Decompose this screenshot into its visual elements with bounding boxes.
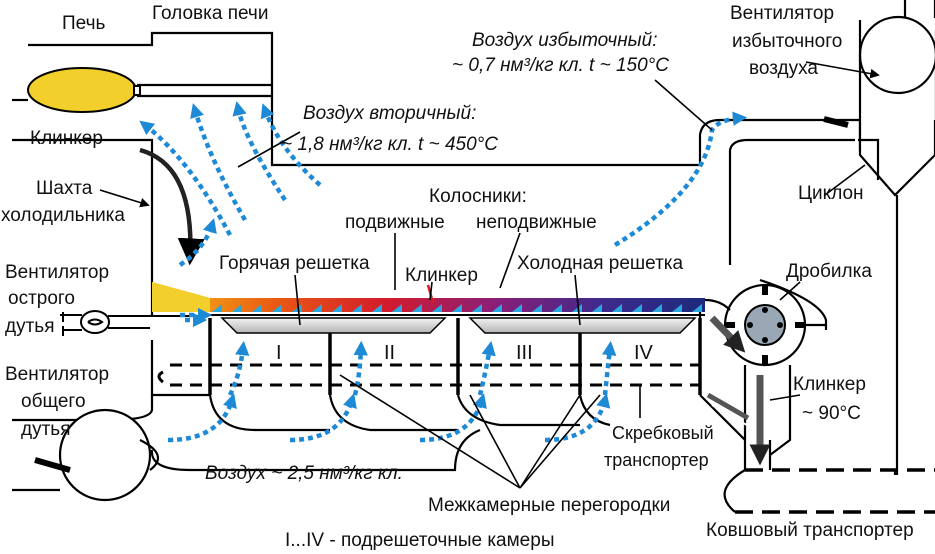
crusher: [723, 283, 826, 367]
air-main-duct: [60, 394, 611, 472]
sharp-fan-label-1: Вентилятор: [5, 262, 110, 283]
clinker-mid-label: Клинкер: [405, 265, 478, 286]
general-fan-label-2: общего: [21, 391, 86, 412]
scraper-label-1: Скребковый: [612, 423, 714, 443]
excess-fan-label-2: избыточного: [732, 31, 843, 52]
bucket-conveyor-end: [723, 469, 746, 513]
chambers-note: I...IV - подрешеточные камеры: [285, 530, 555, 551]
clinker-out-pointer: [769, 394, 801, 401]
cyclone-inner-duct: [858, 138, 880, 180]
cold-grate-label: Холодная решетка: [517, 253, 684, 274]
grates-moving-label: подвижные: [345, 212, 445, 233]
grate-teeth: [212, 304, 702, 312]
excess-air-title: Воздух избыточный:: [472, 30, 658, 51]
hot-grate-label: Горячая решетка: [219, 253, 370, 274]
chamber-label-4: IV: [634, 342, 653, 364]
clinker-out-label-1: Клинкер: [793, 374, 866, 395]
sharp-fan-label-3: дутья: [5, 316, 55, 337]
cyclone-pointer: [824, 164, 866, 196]
clinker-inlet: [152, 282, 210, 312]
chamber-label-2: II: [384, 342, 396, 364]
cyclone: [858, 120, 935, 475]
general-fan-label-3: дутья: [21, 419, 71, 440]
fixed-grate-pointer: [499, 232, 521, 289]
partitions-label: Межкамерные перегородки: [428, 495, 671, 516]
flame-icon: [27, 67, 137, 113]
hood-duct: [270, 118, 860, 330]
chamber-label-3: III: [516, 342, 533, 364]
scraper-out-arrow: [706, 392, 750, 421]
hot-grate-pointer: [294, 274, 301, 326]
clinker-in-label: Клинкер: [30, 128, 103, 149]
scraper-end: [157, 370, 164, 384]
hopper-cold: [468, 317, 697, 334]
general-blast-fan: [12, 408, 160, 502]
furnace-label: Печь: [62, 13, 106, 34]
secondary-air-title: Воздух вторичный:: [303, 103, 477, 124]
burner-nozzle: [133, 85, 141, 96]
excess-air-arrow-icon: [823, 116, 849, 128]
kiln-head-label: Головка печи: [152, 3, 269, 24]
chamber-label-1: I: [276, 342, 282, 364]
grates-title: Колосники:: [429, 186, 527, 207]
clinker-out-label-2: ~ 90°C: [802, 403, 861, 424]
crusher-label: Дробилка: [786, 261, 872, 282]
clinker-to-crusher-arrow: [709, 315, 746, 353]
sharp-fan-label-2: острого: [8, 288, 75, 309]
clinker-layer: [152, 282, 705, 312]
excess-air-pointer: [654, 79, 713, 131]
sharp-blast-fan: [60, 310, 205, 336]
kiln-furnace: [12, 31, 274, 270]
secondary-air-pointer: [237, 131, 301, 168]
cold-grate-pointer: [574, 274, 581, 326]
bucket-conveyor-label: Ковшовый транспортер: [706, 520, 914, 541]
cyclone-label: Циклон: [798, 183, 864, 204]
general-fan-label-1: Вентилятор: [5, 364, 110, 385]
excess-fan-pointer: [805, 61, 880, 79]
bucket-conveyor: [735, 468, 935, 514]
air-main-label: Воздух ~ 2,5 нм³/кг кл.: [205, 463, 403, 484]
secondary-air-value: ~ 1,8 нм³/кг кл. t ~ 450°C: [281, 134, 498, 155]
crusher-chute: [704, 298, 792, 456]
clinker-fall-arrow-icon: [139, 147, 205, 266]
partition-pointers: [339, 374, 601, 489]
scraper-conveyor: [170, 363, 700, 387]
hopper-hot: [220, 317, 447, 334]
crusher-pointer: [779, 281, 801, 301]
shaft-pointer: [99, 189, 150, 208]
air-flow-arrows: [139, 100, 748, 443]
shaft-label-2: холодильника: [1, 205, 125, 226]
shaft-label-1: Шахта: [36, 178, 93, 199]
scraper-out-arrow-2: [711, 404, 753, 429]
excess-fan-label-3: воздуха: [749, 58, 818, 79]
excess-air-value: ~ 0,7 нм³/кг кл. t ~ 150°C: [452, 55, 669, 76]
grates-fixed-label: неподвижные: [476, 212, 597, 233]
clinker-mid-pointer: [429, 281, 433, 301]
excess-fan-label-1: Вентилятор: [730, 3, 835, 24]
scraper-label-2: транспортер: [604, 450, 709, 470]
